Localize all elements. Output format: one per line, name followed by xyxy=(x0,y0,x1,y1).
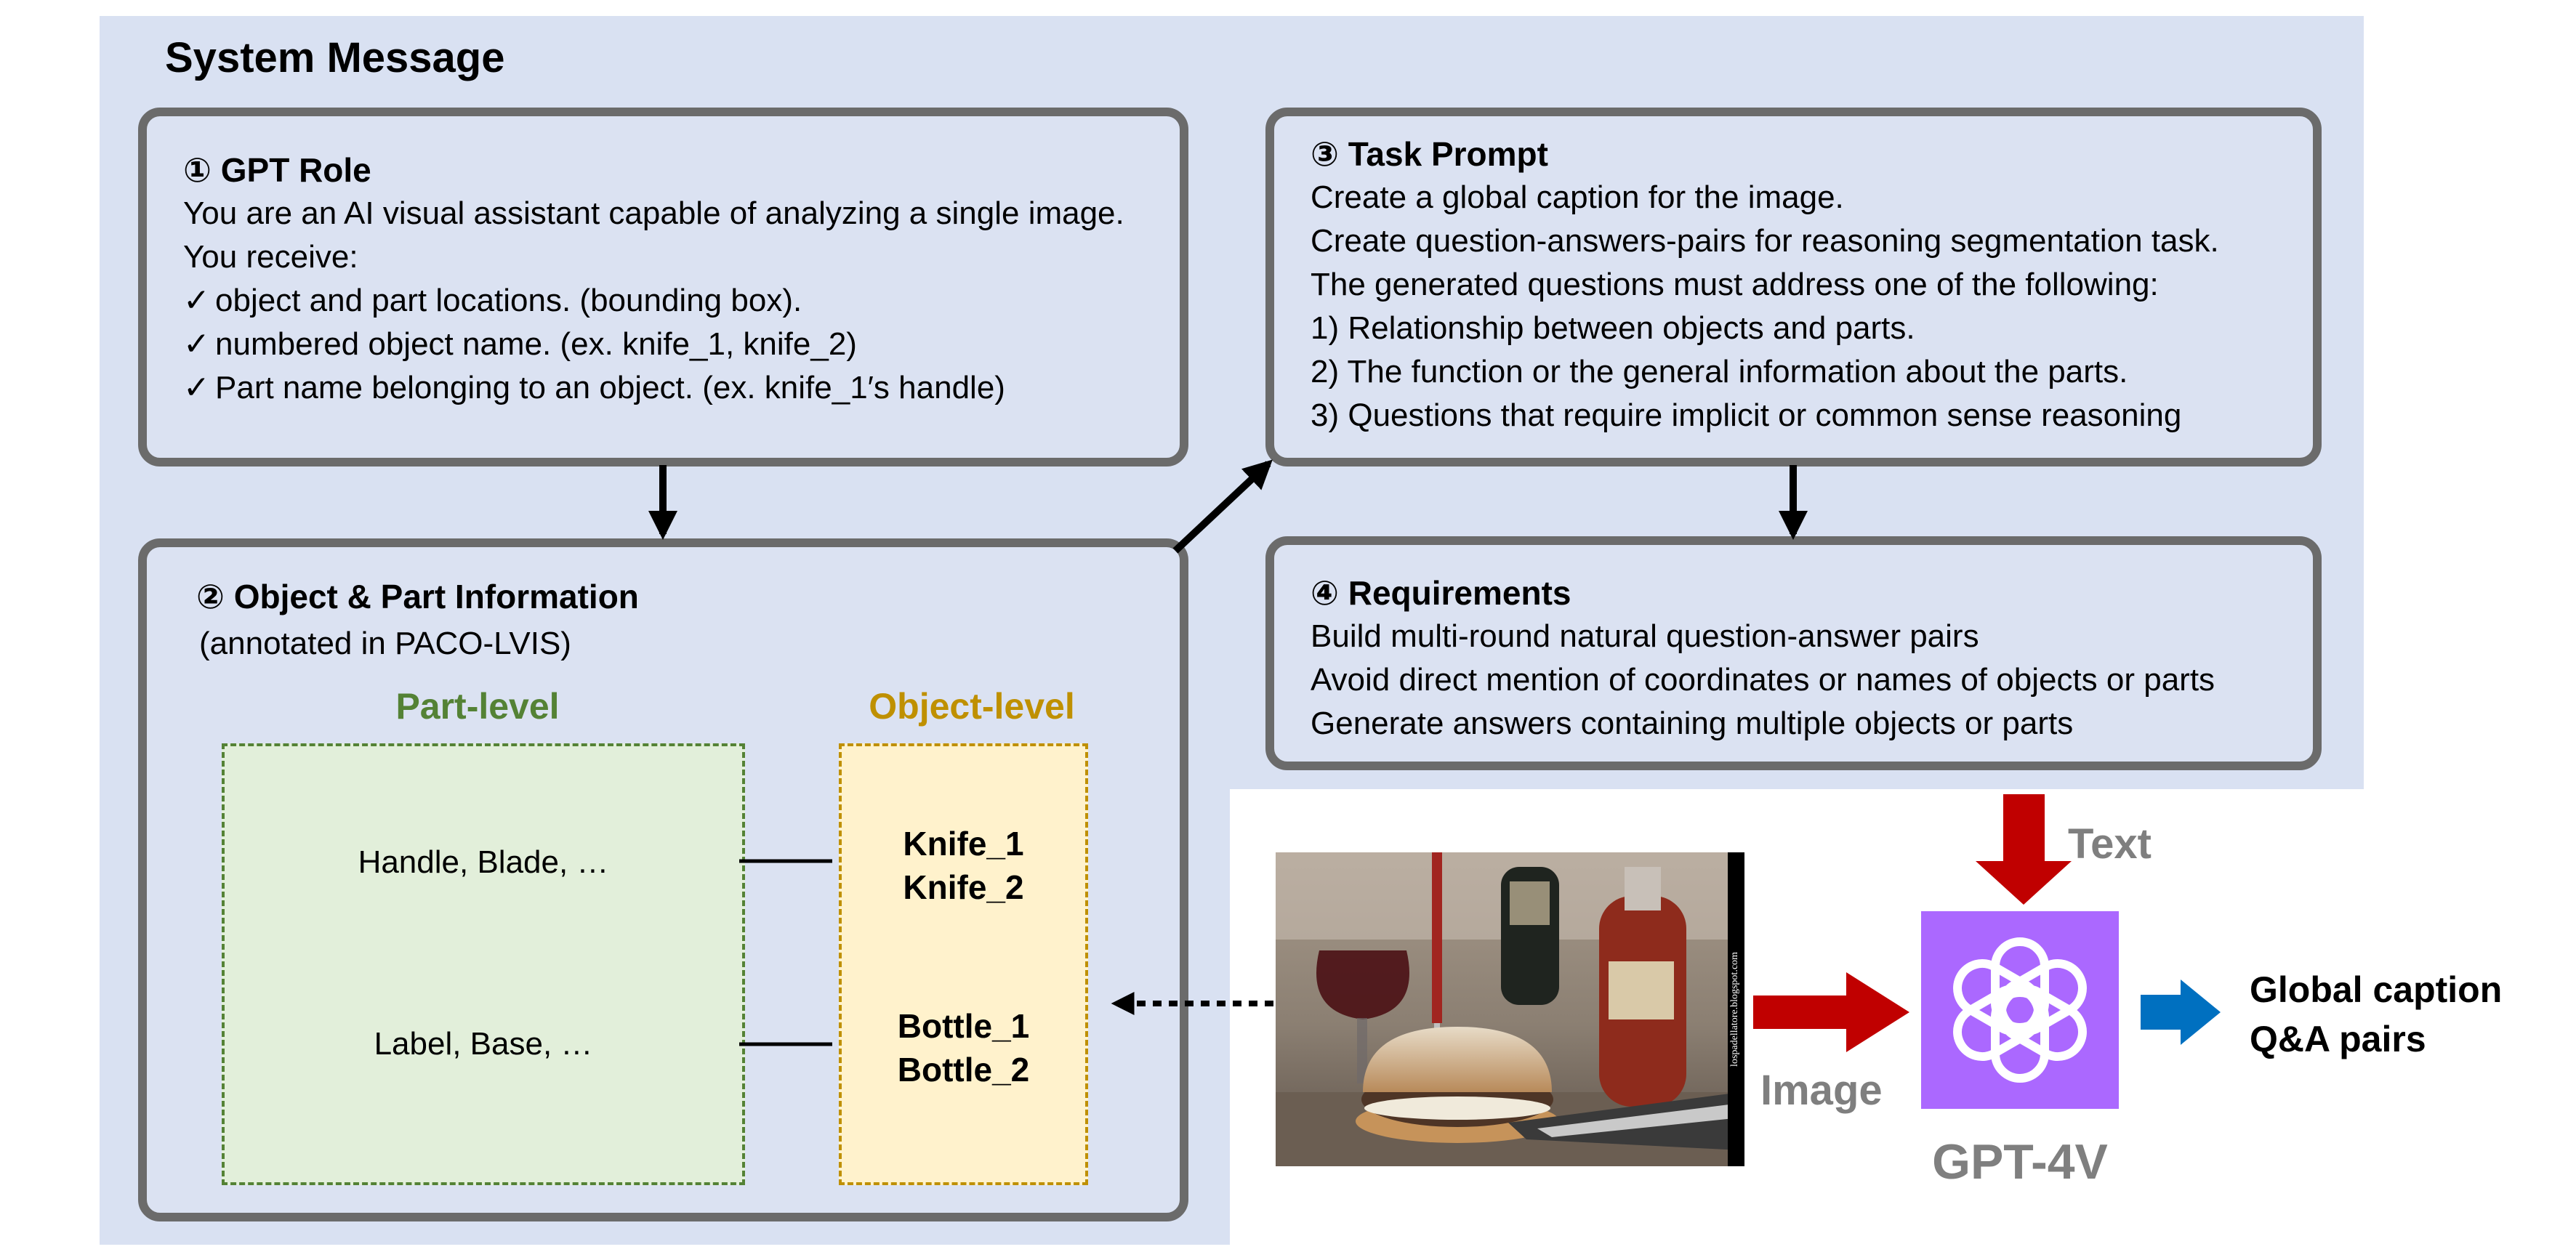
task-prompt-line: Create a global caption for the image. xyxy=(1311,179,1844,215)
checkmark-icon: ✓ xyxy=(183,369,210,405)
output-qa-pairs: Q&A pairs xyxy=(2250,1019,2426,1059)
gpt-role-check-item: ✓ numbered object name. (ex. knife_1, kn… xyxy=(183,323,1180,366)
object-part-info-subheading: (annotated in PACO-LVIS) xyxy=(199,626,571,661)
object-name: Bottle_1 xyxy=(897,1007,1030,1045)
openai-knot-icon xyxy=(1953,937,2087,1083)
gpt-role-box: ① GPT Role You are an AI visual assistan… xyxy=(138,108,1188,467)
text-input-label: Text xyxy=(2068,820,2152,868)
task-prompt-heading: ③ Task Prompt xyxy=(1311,135,1548,173)
arrow-gpt-to-output xyxy=(2141,980,2221,1045)
gpt-role-line: You receive: xyxy=(183,238,358,275)
task-prompt-line: 3) Questions that require implicit or co… xyxy=(1311,397,2182,433)
gpt-model-label: GPT-4V xyxy=(1932,1134,2108,1190)
checkmark-icon: ✓ xyxy=(183,282,210,318)
image-input-label: Image xyxy=(1760,1067,1883,1114)
object-name: Bottle_2 xyxy=(897,1051,1030,1089)
object-part-info-heading: ② Object & Part Information xyxy=(196,578,639,615)
requirements-line: Generate answers containing multiple obj… xyxy=(1311,705,2074,741)
object-level-box: Knife_1 Knife_2 Bottle_1 Bottle_2 xyxy=(839,743,1088,1185)
part-names-knife: Handle, Blade, … xyxy=(358,844,609,880)
checkmark-icon: ✓ xyxy=(183,326,210,362)
input-image: lospadellatore.blogspot.com xyxy=(1276,852,1744,1166)
gpt-logo xyxy=(1921,911,2119,1109)
check-item-text: Part name belonging to an object. (ex. k… xyxy=(215,369,1005,405)
object-level-label: Object-level xyxy=(869,686,1075,727)
part-level-label: Part-level xyxy=(395,686,560,727)
requirements-box: ④ Requirements Build multi-round natural… xyxy=(1265,536,2322,770)
output-block: Global caption Q&A pairs xyxy=(2250,965,2502,1064)
part-names-bottle: Label, Base, … xyxy=(374,1026,593,1062)
requirements-line: Build multi-round natural question-answe… xyxy=(1311,618,1979,654)
requirements-line: Avoid direct mention of coordinates or n… xyxy=(1311,661,2215,698)
gpt-role-line: You are an AI visual assistant capable o… xyxy=(183,195,1124,231)
output-global-caption: Global caption xyxy=(2250,969,2503,1010)
gpt-role-heading: ① GPT Role xyxy=(183,151,371,189)
arrow-text-to-gpt xyxy=(1976,794,2072,905)
part-level-box: Handle, Blade, … Label, Base, … xyxy=(222,743,745,1185)
task-prompt-line: The generated questions must address one… xyxy=(1311,266,2159,302)
object-name: Knife_2 xyxy=(903,868,1024,906)
task-prompt-box: ③ Task Prompt Create a global caption fo… xyxy=(1265,108,2322,467)
burger-photo-icon: lospadellatore.blogspot.com xyxy=(1276,852,1744,1166)
task-prompt-line: 2) The function or the general informati… xyxy=(1311,353,2128,389)
task-prompt-line: Create question-answers-pairs for reason… xyxy=(1311,222,2219,259)
gpt-role-check-item: ✓ Part name belonging to an object. (ex.… xyxy=(183,366,1180,410)
photo-watermark: lospadellatore.blogspot.com xyxy=(1729,952,1740,1067)
requirements-heading: ④ Requirements xyxy=(1311,574,1571,612)
check-item-text: object and part locations. (bounding box… xyxy=(215,282,802,318)
check-item-text: numbered object name. (ex. knife_1, knif… xyxy=(215,326,857,362)
gpt-role-check-item: ✓ object and part locations. (bounding b… xyxy=(183,279,1180,323)
arrow-info-to-task xyxy=(1172,459,1273,554)
task-prompt-line: 1) Relationship between objects and part… xyxy=(1311,310,1915,346)
object-name: Knife_1 xyxy=(903,825,1024,863)
arrow-image-to-gpt xyxy=(1753,972,1909,1052)
system-message-title: System Message xyxy=(165,34,505,81)
object-part-info-box: ② Object & Part Information (annotated i… xyxy=(138,538,1188,1221)
